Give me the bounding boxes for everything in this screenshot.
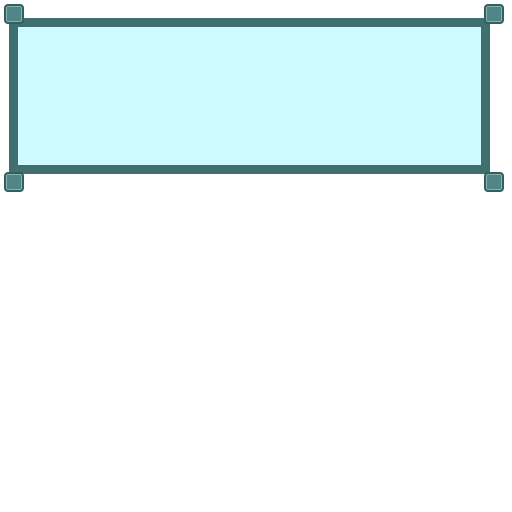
resize-handle-top-left-icon[interactable] bbox=[4, 4, 24, 24]
resize-handle-bottom-right-icon[interactable] bbox=[484, 172, 504, 192]
resize-handle-top-right-icon[interactable] bbox=[484, 4, 504, 24]
resize-handle-bottom-left-icon[interactable] bbox=[4, 172, 24, 192]
selected-rectangle-shape[interactable] bbox=[9, 18, 490, 174]
